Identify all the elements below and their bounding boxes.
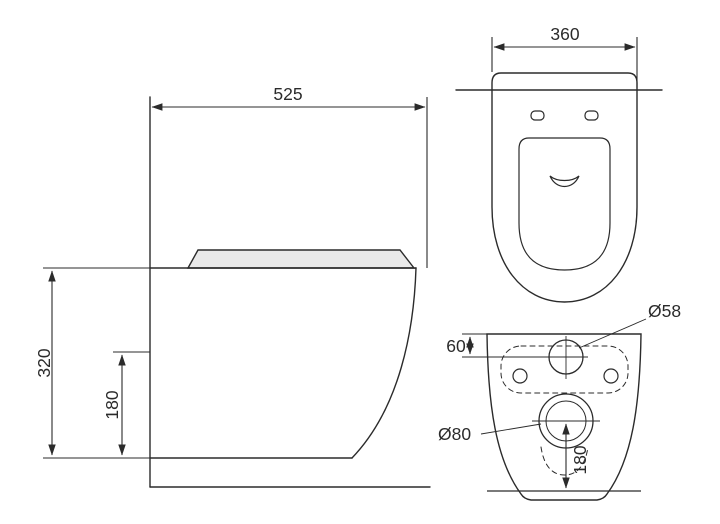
back-fixing-hole-left: [512, 368, 528, 384]
dim-180-back-label: 180: [570, 445, 590, 474]
back-hidden-channel: [500, 345, 629, 394]
dim-525-label: 525: [273, 84, 302, 104]
top-hinge-hole-right: [584, 110, 599, 121]
dim-60-label: 60: [446, 336, 466, 356]
back-view: [486, 333, 642, 501]
leader-d58: [578, 318, 647, 349]
side-view-dimensions: [43, 97, 428, 459]
back-view-centerlines: [462, 318, 647, 435]
top-inner-rim: [518, 137, 611, 271]
back-outline: [486, 333, 642, 501]
top-outer-outline: [491, 72, 638, 303]
top-view-dimensions: [491, 37, 638, 88]
top-view: [455, 72, 663, 303]
dim-320-label: 320: [34, 348, 54, 377]
top-water-jet: [549, 175, 580, 188]
back-fixing-hole-right: [603, 368, 619, 384]
top-hinge-hole-left: [530, 110, 545, 121]
dim-180-side-label: 180: [102, 390, 122, 419]
dim-360-label: 360: [550, 24, 579, 44]
side-bowl-curve: [351, 267, 417, 459]
leader-d80: [480, 423, 542, 435]
dim-d80-label: Ø80: [438, 424, 471, 444]
dim-d58-label: Ø58: [648, 301, 681, 321]
side-seat-lid: [186, 249, 416, 269]
back-view-dimensions: [462, 333, 641, 492]
side-view: [149, 96, 431, 488]
